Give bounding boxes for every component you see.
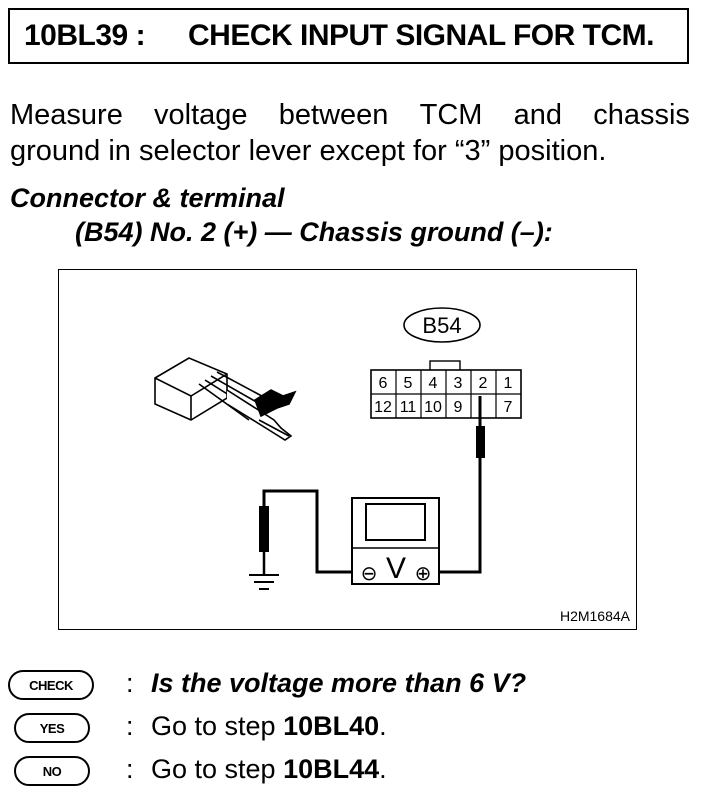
no-step-link[interactable]: 10BL44 xyxy=(283,754,380,784)
yes-prefix: Go to step xyxy=(151,711,284,741)
no-suffix: . xyxy=(379,754,387,784)
wiring-figure: B54 6 5 4 3 2 1 12 11 10 9 7 xyxy=(58,269,637,630)
figure-code: H2M1684A xyxy=(559,608,630,624)
check-question: Is the voltage more than 6 V? xyxy=(151,668,527,698)
connector-label-ellipse xyxy=(403,307,481,343)
yes-row: YES : Go to step 10BL40. xyxy=(8,711,698,745)
minus-terminal-icon: ⊖ xyxy=(361,561,378,585)
step-code: 10BL39 : xyxy=(24,19,146,52)
pin-11: 11 xyxy=(400,399,417,416)
instruction-word: and xyxy=(513,99,563,131)
no-row: NO : Go to step 10BL44. xyxy=(8,754,698,788)
pin-10: 10 xyxy=(424,399,442,416)
plus-terminal-icon: ⊕ xyxy=(415,561,432,585)
harness-connector-drawing xyxy=(154,357,297,441)
pin-6: 6 xyxy=(379,375,388,392)
connector-label: B54 xyxy=(422,313,461,338)
yes-badge: YES xyxy=(14,713,90,743)
check-colon: : xyxy=(126,668,134,698)
no-prefix: Go to step xyxy=(151,754,284,784)
yes-step-link[interactable]: 10BL40 xyxy=(283,711,380,741)
pin-7: 7 xyxy=(504,399,513,416)
step-title-box: 10BL39 : CHECK INPUT SIGNAL FOR TCM. xyxy=(8,8,689,64)
instruction-line-2: ground in selector lever except for “3” … xyxy=(10,135,607,167)
yes-instruction: Go to step 10BL40. xyxy=(151,711,387,742)
check-row: CHECK : Is the voltage more than 6 V? xyxy=(8,668,698,702)
pin-3: 3 xyxy=(454,375,463,392)
step-title: CHECK INPUT SIGNAL FOR TCM. xyxy=(188,19,654,52)
connector-heading: Connector & terminal xyxy=(10,183,285,213)
no-badge: NO xyxy=(14,756,90,786)
pin-2: 2 xyxy=(479,375,488,392)
positive-probe xyxy=(439,396,485,574)
connector-spec: (B54) No. 2 (+) — Chassis ground (–): xyxy=(75,217,553,247)
no-instruction: Go to step 10BL44. xyxy=(151,754,387,785)
ground-symbol xyxy=(249,574,279,590)
pin-12: 12 xyxy=(374,399,392,416)
instruction-line-1: Measure voltage between TCM and chassis xyxy=(10,97,690,133)
check-badge: CHECK xyxy=(8,670,94,700)
pin-4: 4 xyxy=(429,375,438,392)
volt-symbol: V xyxy=(386,552,406,585)
no-colon: : xyxy=(126,754,134,784)
pin-5: 5 xyxy=(404,375,413,392)
instruction-word: voltage xyxy=(154,99,248,131)
yes-colon: : xyxy=(126,711,134,741)
instruction-word: TCM xyxy=(419,99,483,131)
pin-1: 1 xyxy=(504,375,513,392)
instruction-text: Measure voltage between TCM and chassis … xyxy=(10,97,690,169)
voltmeter xyxy=(351,497,440,585)
wiring-diagram: B54 6 5 4 3 2 1 12 11 10 9 7 xyxy=(154,307,522,590)
negative-probe xyxy=(259,489,352,575)
instruction-word: chassis xyxy=(593,99,690,131)
yes-suffix: . xyxy=(379,711,387,741)
pin-9: 9 xyxy=(454,399,463,416)
instruction-word: Measure xyxy=(10,99,123,131)
instruction-word: between xyxy=(278,99,389,131)
